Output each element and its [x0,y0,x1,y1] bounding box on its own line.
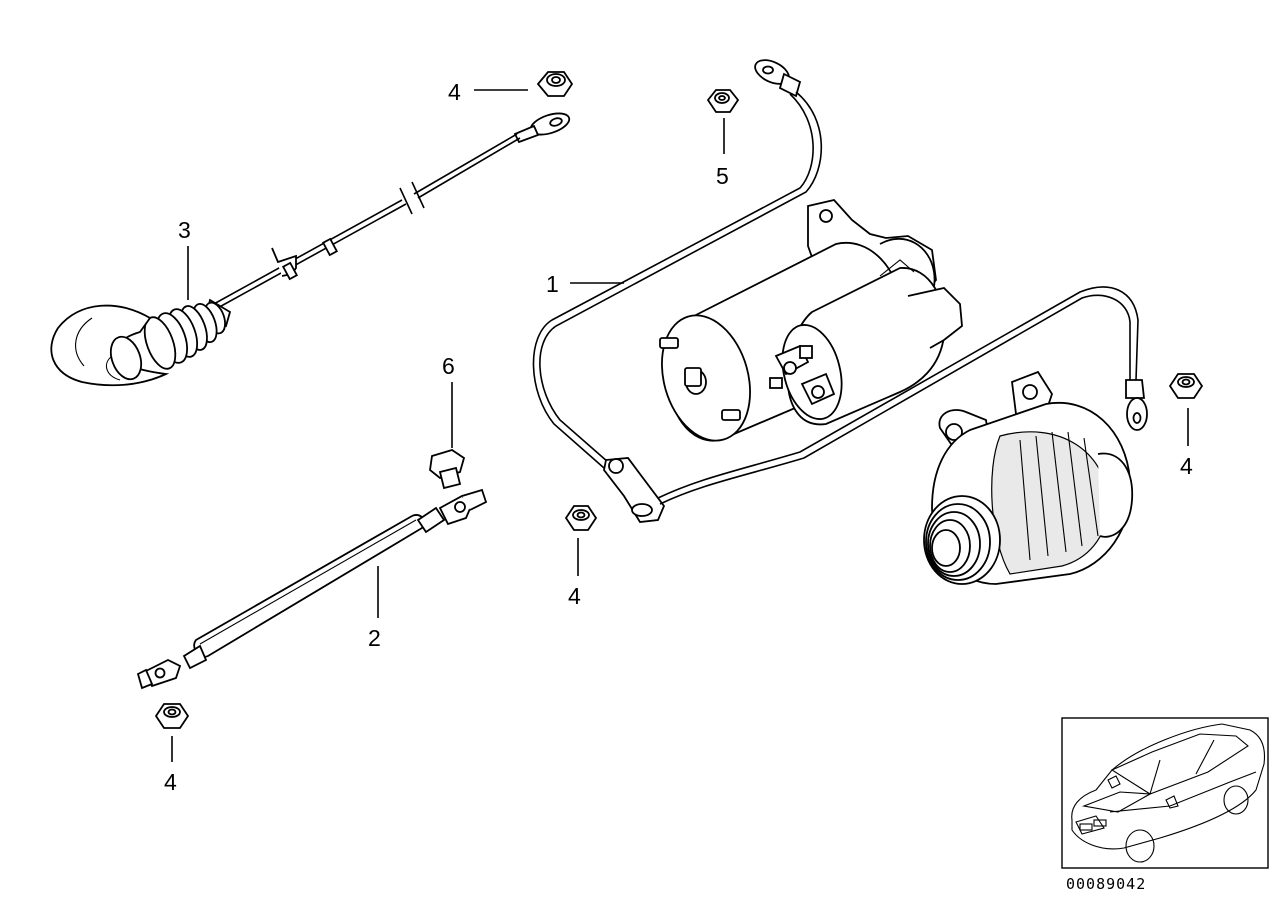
nut-center [564,505,598,531]
nut-right [1168,373,1204,399]
callout-4-right: 4 [1180,453,1193,479]
callout-1: 1 [546,271,559,297]
callout-6: 6 [442,353,455,379]
callout-5: 5 [716,163,729,189]
callout-4-bottom: 4 [164,769,177,795]
part-3-grommet-cable [50,112,571,387]
nut-bottom-left [154,703,190,729]
callout-4-top: 4 [448,79,461,105]
callout-4-center: 4 [568,583,581,609]
alternator [923,370,1133,585]
nut-top [536,71,574,97]
callout-2: 2 [368,625,381,651]
vehicle-thumbnail [1061,717,1269,869]
document-number: 00089042 [1066,875,1146,893]
part-1-starter-cable [532,59,1148,523]
starter-motor [659,199,963,442]
callout-3: 3 [178,217,191,243]
callout-labels: 4 5 3 1 6 2 4 4 4 [164,79,1193,795]
part-6-bolt [429,449,466,490]
leader-lines [171,89,1189,762]
nut-part-5 [706,89,740,113]
part-2-ground-strap [136,488,488,690]
